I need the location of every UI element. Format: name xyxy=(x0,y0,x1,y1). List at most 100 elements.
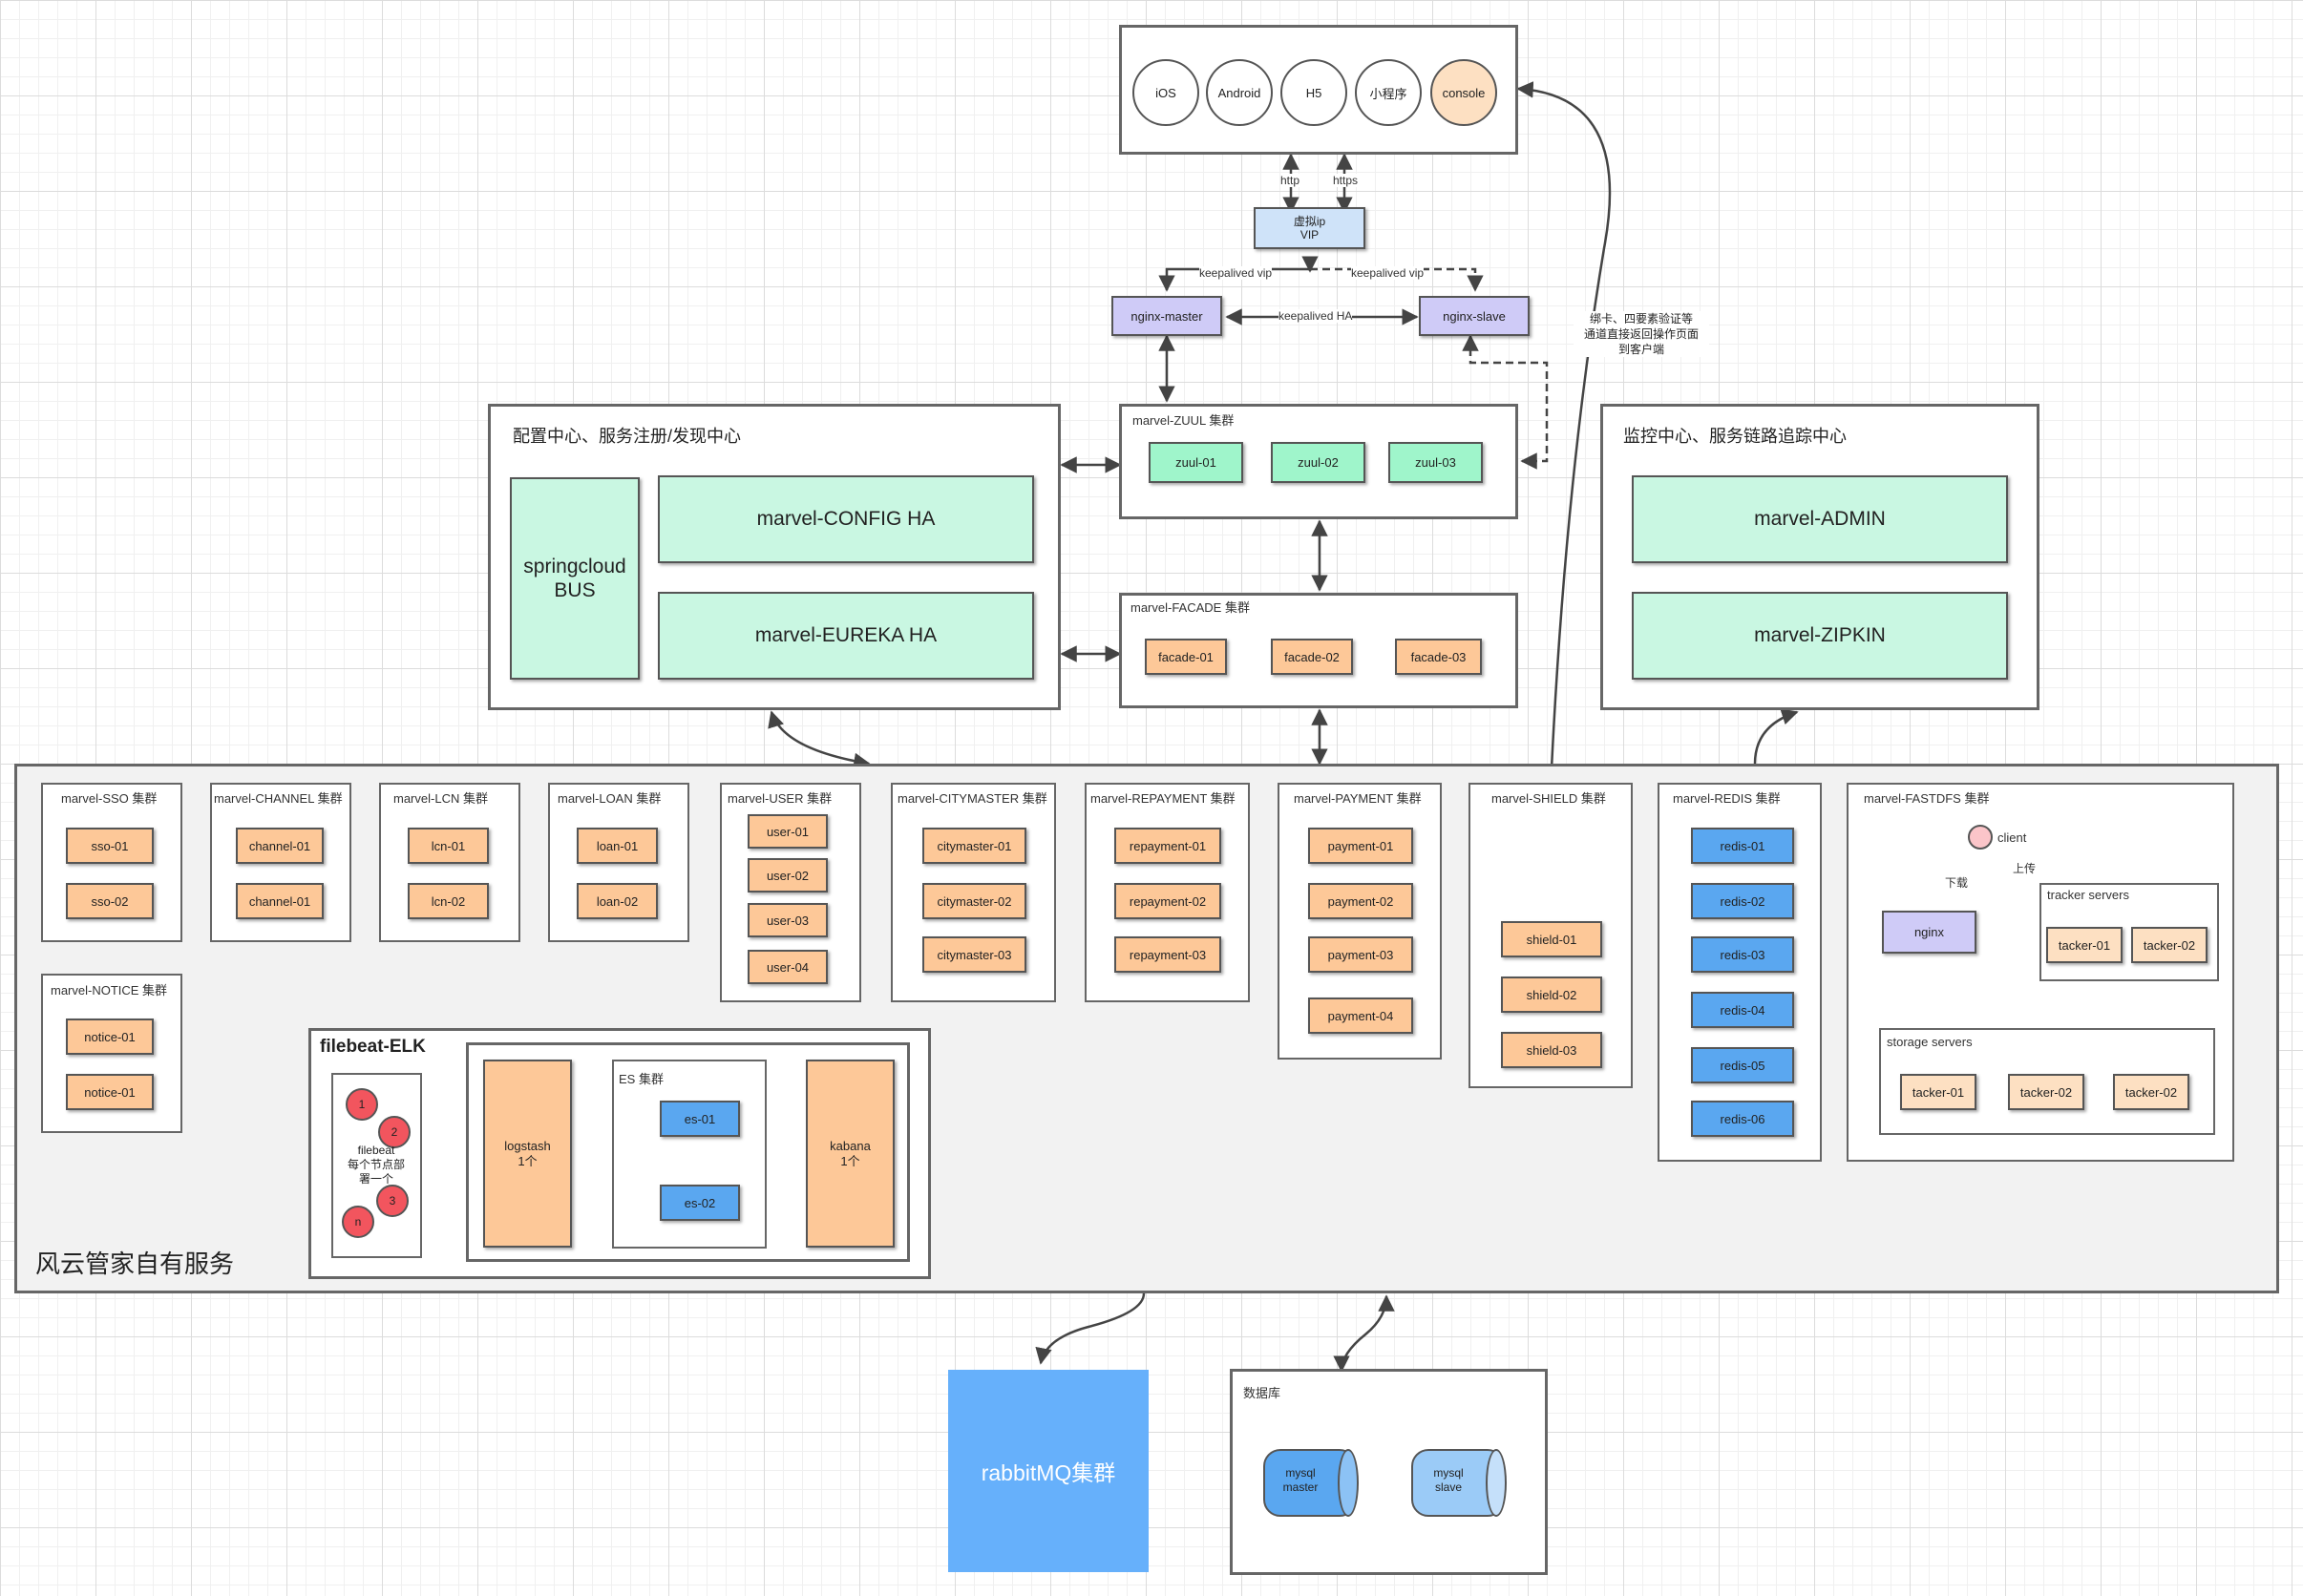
storage-node: tacker-02 xyxy=(2113,1074,2189,1110)
services-rabbitmq-arrow xyxy=(1035,1292,1146,1365)
repayment-node: repayment-01 xyxy=(1114,828,1221,864)
payment-node: payment-01 xyxy=(1308,828,1413,864)
fastdfs-cluster-title: marvel-FASTDFS 集群 xyxy=(1864,791,1990,806)
mysql-master-line2: master xyxy=(1282,1480,1319,1494)
zuul-node: zuul-03 xyxy=(1388,442,1483,483)
payment-node: payment-03 xyxy=(1308,936,1413,973)
config-services-arrow xyxy=(768,710,871,770)
fastdfs-nginx-node: nginx xyxy=(1882,911,1976,954)
zuul-node: zuul-01 xyxy=(1149,442,1243,483)
sso-cluster-title: marvel-SSO 集群 xyxy=(61,791,158,806)
keepalived-ha-label: keepalived HA xyxy=(1278,309,1353,323)
mysql-master-line1: mysql xyxy=(1285,1466,1316,1480)
facade-node: facade-02 xyxy=(1271,639,1353,675)
loan-node: loan-02 xyxy=(577,883,658,919)
springcloud-bus-node: springcloud BUS xyxy=(510,477,640,680)
nginx-master-node: nginx-master xyxy=(1111,296,1222,336)
vip-line2: VIP xyxy=(1299,228,1320,242)
es-node: es-02 xyxy=(660,1185,740,1221)
shield-note-line3: 到客户端 xyxy=(1617,343,1664,356)
kabana-node: kabana 1个 xyxy=(806,1060,895,1248)
payment-cluster-title: marvel-PAYMENT 集群 xyxy=(1294,791,1422,806)
redis-node: redis-03 xyxy=(1691,936,1794,973)
notice-node: notice-01 xyxy=(66,1074,154,1110)
lcn-cluster-title: marvel-LCN 集群 xyxy=(393,791,488,806)
user-node: user-03 xyxy=(748,903,828,937)
tracker-node: tacker-01 xyxy=(2046,927,2123,963)
channel-cluster-title: marvel-CHANNEL 集群 xyxy=(214,791,343,806)
vip-line1: 虚拟ip xyxy=(1293,215,1326,228)
channel-node: channel-01 xyxy=(236,883,324,919)
filebeat-label-line3: 署一个 xyxy=(358,1172,393,1186)
lcn-node: lcn-02 xyxy=(408,883,489,919)
filebeat-label-line2: 每个节点部 xyxy=(347,1158,405,1171)
eureka-ha-node: marvel-EUREKA HA xyxy=(658,592,1034,680)
services-monitor-arrow xyxy=(1753,708,1799,765)
mysql-slave-cylinder: mysql slave xyxy=(1411,1449,1507,1517)
logstash-line2: 1个 xyxy=(518,1153,538,1168)
elk-title: filebeat-ELK xyxy=(320,1037,426,1057)
filebeat-label-line1: filebeat xyxy=(357,1144,395,1157)
redis-node: redis-04 xyxy=(1691,992,1794,1028)
zuul-node: zuul-02 xyxy=(1271,442,1365,483)
payment-node: payment-02 xyxy=(1308,883,1413,919)
client-miniprogram: 小程序 xyxy=(1355,59,1422,126)
storage-servers-title: storage servers xyxy=(1887,1035,1973,1049)
redis-cluster-title: marvel-REDIS 集群 xyxy=(1673,791,1781,806)
client-label: client xyxy=(1997,830,2027,845)
zipkin-node: marvel-ZIPKIN xyxy=(1632,592,2008,680)
monitor-center-title: 监控中心、服务链路追踪中心 xyxy=(1623,427,1847,446)
citymaster-node: citymaster-02 xyxy=(922,883,1026,919)
es-node: es-01 xyxy=(660,1101,740,1137)
client-node xyxy=(1968,825,1993,850)
mysql-master-cap xyxy=(1338,1449,1359,1517)
tracker-node: tacker-02 xyxy=(2131,927,2208,963)
redis-node: redis-05 xyxy=(1691,1047,1794,1083)
shield-note-line2: 通道直接返回操作页面 xyxy=(1583,327,1699,341)
nginx-slave-node: nginx-slave xyxy=(1419,296,1530,336)
repayment-cluster-title: marvel-REPAYMENT 集群 xyxy=(1090,791,1236,806)
shield-node: shield-03 xyxy=(1501,1032,1602,1068)
repayment-node: repayment-02 xyxy=(1114,883,1221,919)
services-db-arrow xyxy=(1333,1294,1395,1373)
channel-node: channel-01 xyxy=(236,828,324,864)
mysql-slave-line1: mysql xyxy=(1433,1466,1464,1480)
facade-cluster-title: marvel-FACADE 集群 xyxy=(1130,600,1250,615)
user-node: user-01 xyxy=(748,814,828,849)
loan-node: loan-01 xyxy=(577,828,658,864)
filebeat-label: filebeat 每个节点部 署一个 xyxy=(334,1144,418,1186)
keepalived-vip-label-right: keepalived vip xyxy=(1351,266,1425,280)
config-ha-node: marvel-CONFIG HA xyxy=(658,475,1034,563)
facade-node: facade-01 xyxy=(1145,639,1227,675)
filebeat-node: n xyxy=(342,1206,374,1238)
sso-node: sso-01 xyxy=(66,828,154,864)
filebeat-node: 2 xyxy=(378,1116,411,1148)
keepalived-vip-label-left: keepalived vip xyxy=(1199,266,1273,280)
notice-cluster-title: marvel-NOTICE 集群 xyxy=(51,983,168,998)
user-node: user-02 xyxy=(748,858,828,892)
https-label: https xyxy=(1333,174,1359,187)
zuul-cluster-title: marvel-ZUUL 集群 xyxy=(1132,413,1235,428)
tracker-servers-title: tracker servers xyxy=(2047,888,2129,902)
citymaster-cluster-title: marvel-CITYMASTER 集群 xyxy=(898,791,1047,806)
rabbitmq-node: rabbitMQ集群 xyxy=(948,1370,1149,1572)
client-ios: iOS xyxy=(1132,59,1199,126)
sso-node: sso-02 xyxy=(66,883,154,919)
client-h5: H5 xyxy=(1280,59,1347,126)
redis-node: redis-06 xyxy=(1691,1101,1794,1137)
config-center-title: 配置中心、服务注册/发现中心 xyxy=(513,427,741,446)
shield-node: shield-02 xyxy=(1501,976,1602,1013)
download-label: 下载 xyxy=(1945,874,1969,891)
database-title: 数据库 xyxy=(1243,1386,1281,1400)
client-android: Android xyxy=(1206,59,1273,126)
logstash-node: logstash 1个 xyxy=(483,1060,572,1248)
filebeat-node: 1 xyxy=(346,1088,378,1121)
mysql-slave-cap xyxy=(1486,1449,1507,1517)
storage-node: tacker-01 xyxy=(1900,1074,1976,1110)
bus-line2: BUS xyxy=(554,579,596,601)
kabana-line1: kabana xyxy=(830,1138,871,1153)
mysql-slave-label: mysql slave xyxy=(1411,1466,1486,1495)
repayment-node: repayment-03 xyxy=(1114,936,1221,973)
services-title: 风云管家自有服务 xyxy=(35,1250,235,1278)
mysql-master-label: mysql master xyxy=(1263,1466,1338,1495)
